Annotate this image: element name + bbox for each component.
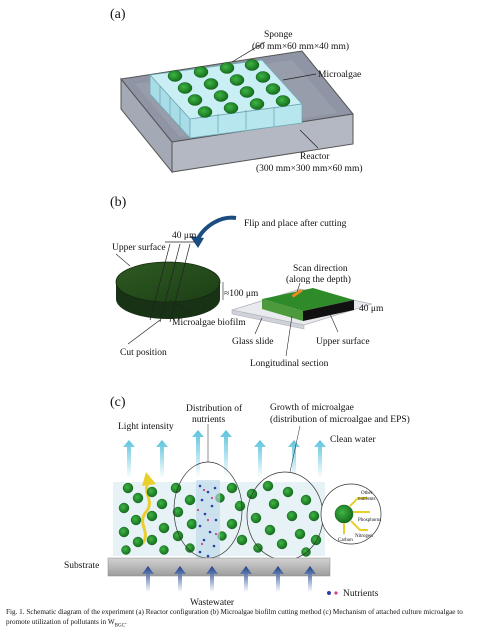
legend-dot-blue [327,591,331,595]
substrate-label: Substrate [64,561,99,571]
distribution-line2: nutrients [192,415,226,425]
wastewater-arrows [142,566,316,592]
light-intensity-label: Light intensity [118,422,174,432]
inset-other1: Other [361,491,373,496]
width-40-label: 40 μm [172,231,197,241]
microalgae-label: Microalgae [318,70,361,80]
upper-surface-right: Upper surface [316,336,370,347]
distribution-line1: Distribution of [186,403,243,414]
panel-a: (a) [110,7,363,174]
flip-arrow-head [190,236,204,248]
cut-position: Cut position [120,348,167,358]
panel-c-tag: (c) [110,395,126,410]
panel-a-tag: (a) [110,7,126,22]
caption-line2-text: promote utilization of pollutants in W [6,618,115,626]
growth-line1: Growth of microalgae [270,402,354,413]
reactor-label: Reactor [300,152,330,162]
light-wave [140,479,152,545]
substrate-bar [107,557,331,577]
scan-marker [291,288,303,298]
inset-other2: nutrients [358,497,376,502]
depth-40: 40 μm [359,304,384,314]
panel-b-tag: (b) [110,195,127,210]
upper-surface-left: Upper surface [112,242,166,253]
reactor-leader [299,129,319,149]
inset-phosphorus: Phosphorus [358,518,381,523]
inset-nitrogen: Nitrogen [355,534,373,539]
panel-b: (b) Flip and place after cutting 40 μm U… [110,195,384,369]
caption-line2: promote utilization of pollutants in WBG… [6,618,127,629]
scan-direction: Scan direction [293,264,348,274]
glass-slide-label: Glass slide [232,337,273,347]
biofilm-disc [115,261,221,319]
scan-note: (along the depth) [286,274,351,285]
longitudinal-section: Longitudinal section [250,359,329,369]
figure-caption: Fig. 1. Schematic diagram of the experim… [6,607,494,631]
section-strip [262,288,354,321]
nutrient-inset: Other nutrients Phosphorus Nitrogen Carb… [320,483,381,545]
panel-c: (c) Light intensity Distribution of nutr… [64,395,410,608]
flip-label: Flip and place after cutting [244,218,347,229]
light-wave-head [142,472,156,486]
sponge-label: Sponge [264,30,293,40]
upper-surface-left-leader [115,253,131,267]
clean-water-arrows [123,430,326,478]
clean-water-label: Clean water [330,435,376,445]
thickness-100: ≈100 μm [224,289,259,299]
reactor-size: (300 mm×300 mm×60 mm) [256,163,363,174]
nutrients-legend: Nutrients [343,589,379,599]
growth-line2: (distribution of microalgae and EPS) [270,414,410,425]
sponge-size: (60 mm×60 mm×40 mm) [252,41,349,52]
wastewater-label: Wastewater [190,598,235,608]
nutrient-column [196,480,220,558]
biofilm-leader [169,299,193,315]
sponge-leader [231,41,266,63]
legend-dot-pink [334,591,338,595]
inset-carbon: Carbon [338,538,353,543]
algae-dots-a [167,59,291,118]
microalgae-leader [282,73,317,81]
cut-lines [127,241,195,345]
biofilm-label: Microalgae biofilm [172,317,246,328]
caption-line1: Fig. 1. Schematic diagram of the experim… [6,608,463,616]
